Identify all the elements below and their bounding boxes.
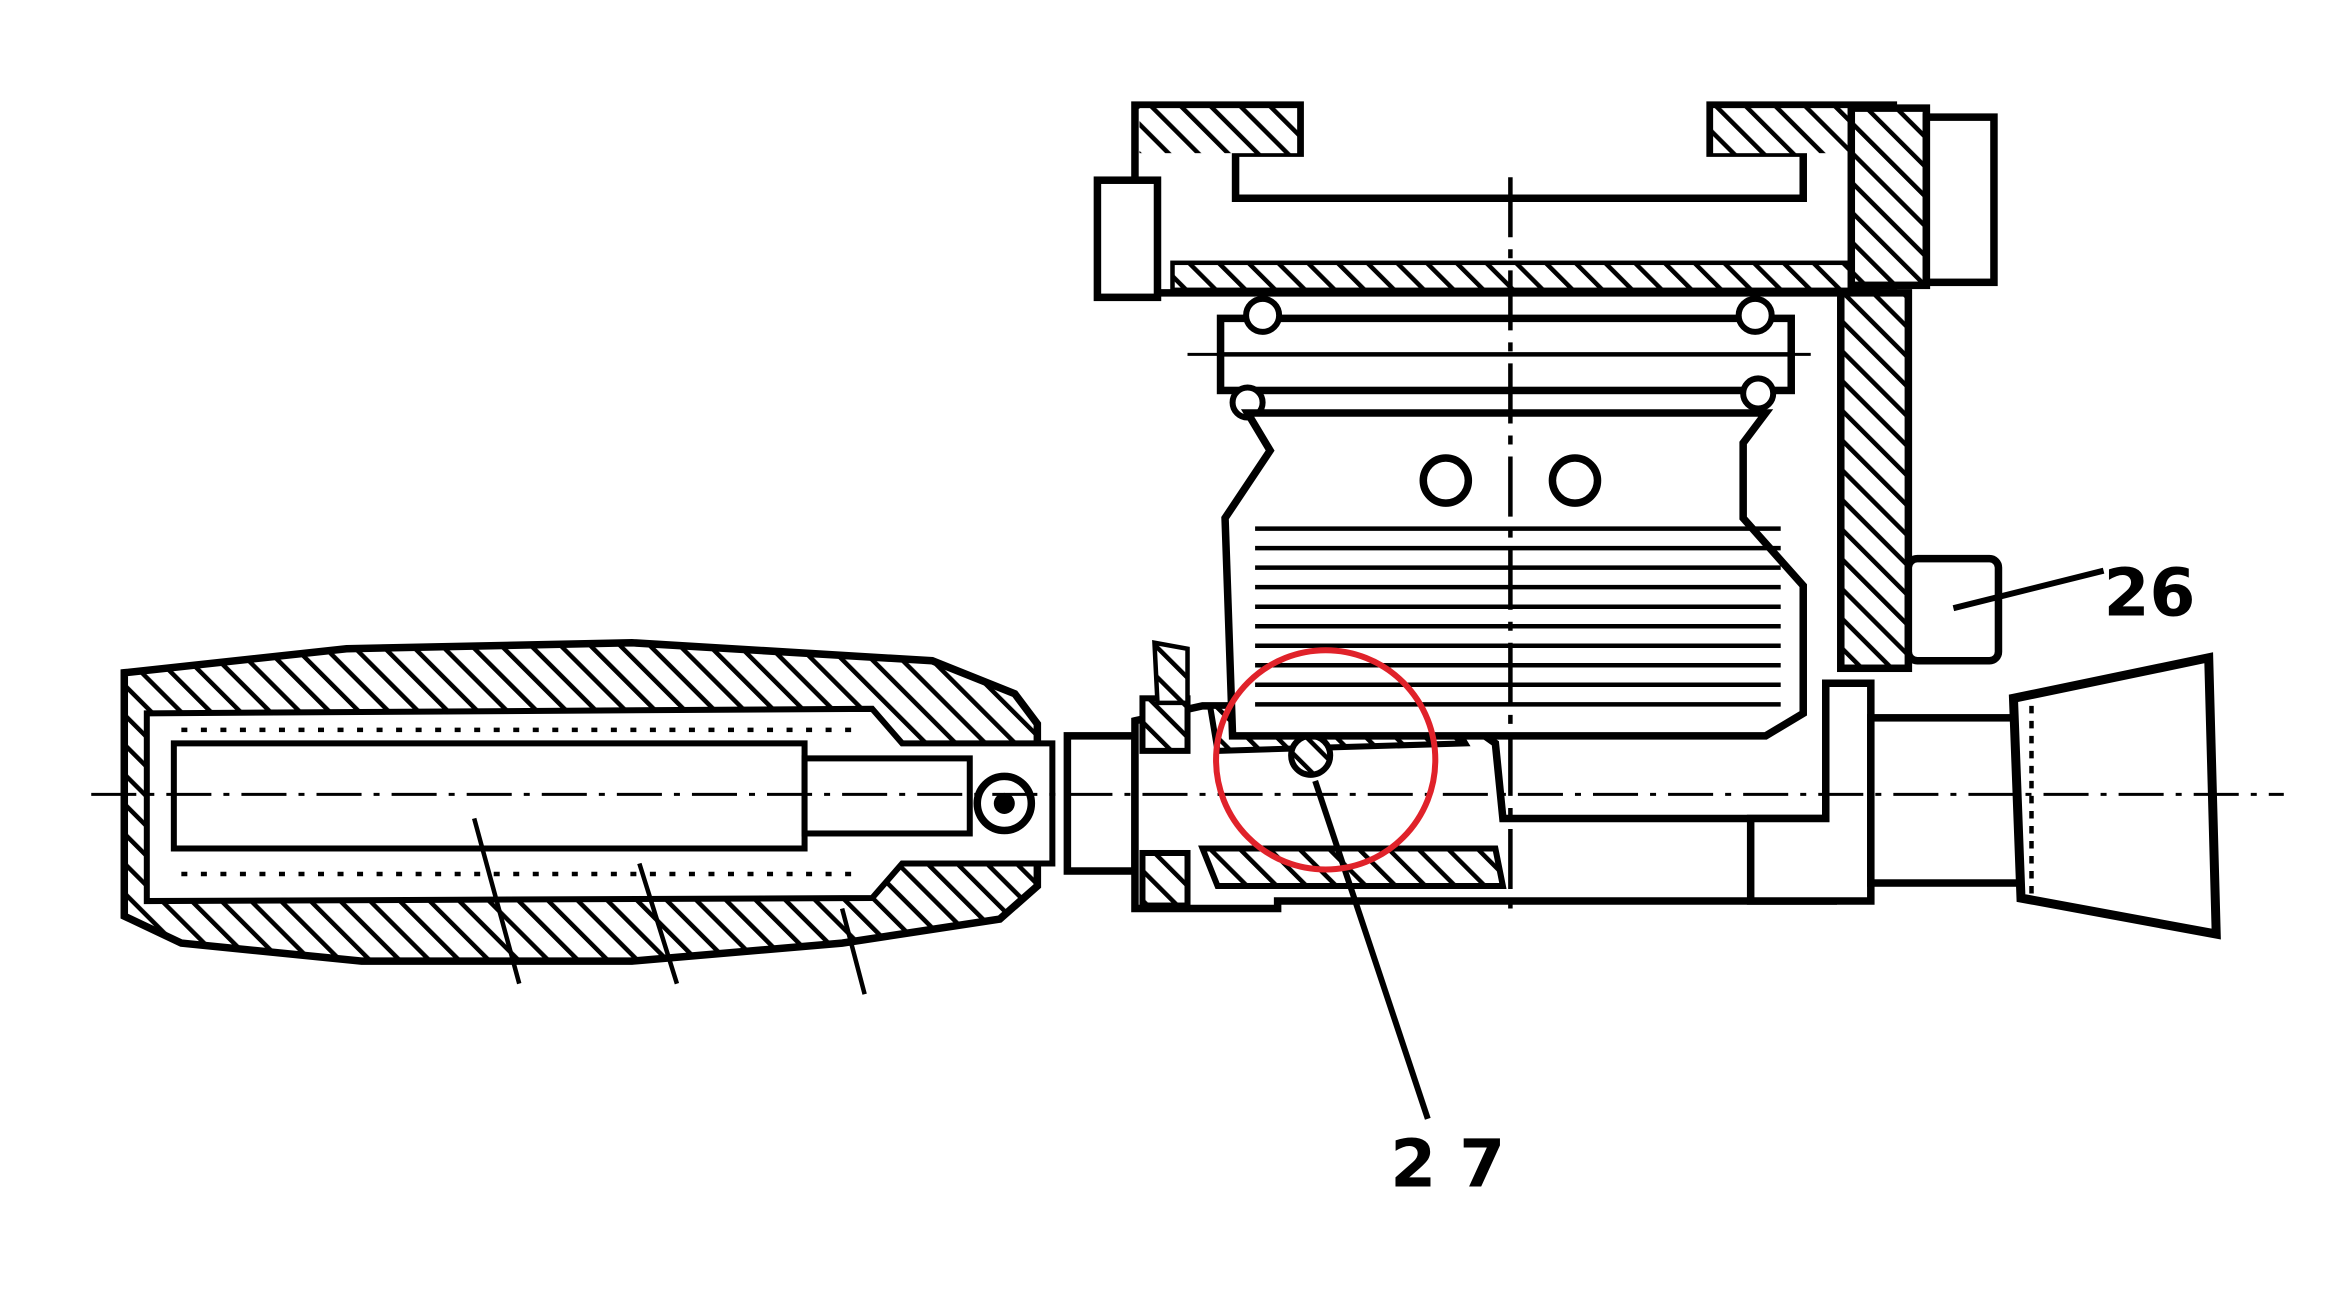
knob [2008,652,2221,940]
leader-line-3 [839,907,867,995]
handle-pin-center [993,792,1015,814]
leader-line-2 [637,862,680,985]
top-plate-left-hatch [1139,108,1298,154]
left-flange-hatch [1139,695,1191,754]
callouts: 26 2 7 [1312,555,2196,1202]
right-lower-housing [1746,679,1875,905]
upper-housing [1093,101,1998,740]
nub-26 [1904,554,2003,665]
rail-right-lower-roller [1740,375,1777,412]
callout-26-label: 26 [2104,555,2196,632]
left-clamp [1093,176,1162,302]
callout-27-label: 2 7 [1390,1125,1505,1202]
handle-ferrule [1063,732,1139,875]
left-flange-hatch-lower [1139,849,1191,909]
right-shaft [1867,714,2025,887]
center-lines [91,177,2284,909]
leader-line-1 [472,817,522,985]
body-housing [1221,409,1807,740]
mount-hole-left [1419,454,1473,507]
top-plate-bottom-hatch [1170,260,1881,293]
callout-27-leader [1312,779,1431,1120]
body-cooling-fins [1255,526,1781,707]
mount-hole-right [1548,454,1602,507]
set-screw [1288,732,1334,778]
right-vertical-column [1837,289,1913,673]
handle-assembly [120,638,1139,995]
hatched-tab [1152,640,1190,706]
right-clamp-block [1847,104,1931,290]
callout-26-leader [1952,567,2105,612]
right-shaft-assembly [1746,554,2221,940]
rail-left-roller [1243,295,1283,335]
right-clamp-plate [1922,113,1998,287]
highlight-circle [1213,647,1439,873]
rail-right-roller [1735,295,1775,335]
